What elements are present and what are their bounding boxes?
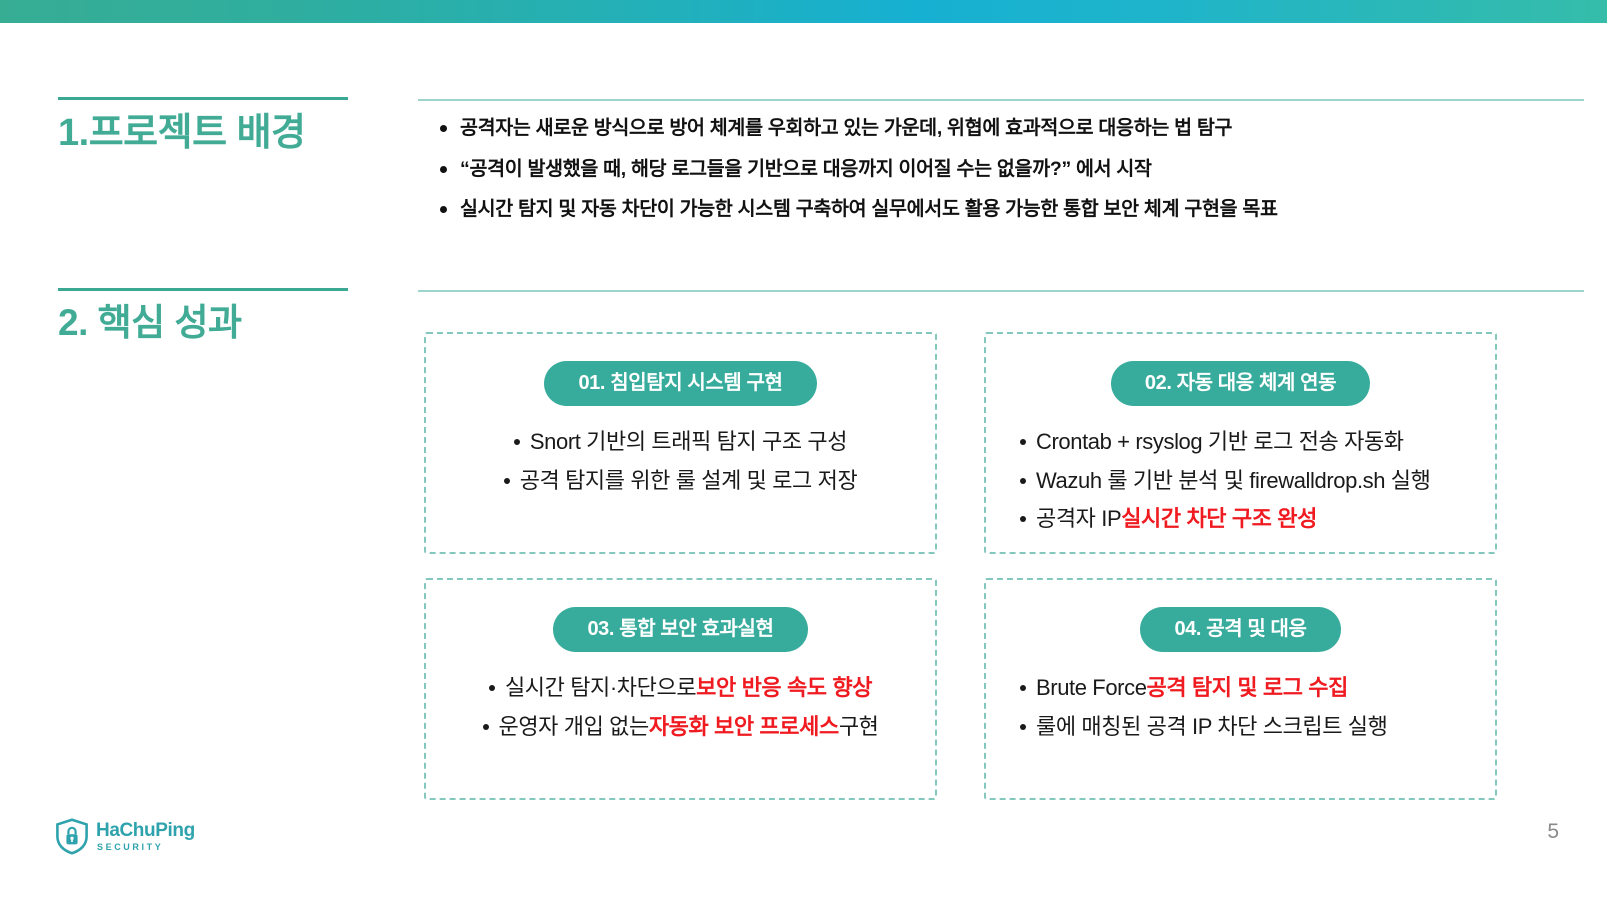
list-item: 실시간 탐지 및 자동 차단이 가능한 시스템 구축하여 실무에서도 활용 가능… [440,197,1580,222]
bullet-dot-icon [1020,439,1026,445]
intro-bullet-list: 공격자는 새로운 방식으로 방어 체계를 우회하고 있는 가운데, 위협에 효과… [440,116,1580,238]
card-bullet-text: 실시간 탐지·차단으로 [504,675,697,700]
bullet-dot-icon [440,165,447,173]
logo-wordmark: HaChuPing SECURITY [96,821,195,852]
card-bullet-suffix: 구현 [838,713,879,739]
card-bullet-highlight: 보안 반응 속도 향상 [696,675,873,700]
card-02-pill-label: 02. 자동 대응 체계 연동 [1110,361,1371,406]
bullet-dot-icon [1020,477,1026,484]
card-bullet-text: 공격 탐지를 위한 룰 설계 및 로그 저장 [519,467,858,493]
achievement-card-03[interactable]: 03. 통합 보안 효과실현 실시간 탐지·차단으로 보안 반응 속도 향상 운… [424,578,937,800]
section-2-heading-rule [58,288,348,291]
card-bullet-highlight: 공격 탐지 및 로그 수집 [1146,675,1349,700]
card-bullet-text: Snort 기반의 트래픽 탐지 구조 구성 [529,429,848,454]
card-bullet-highlight: 실시간 차단 구조 완성 [1121,506,1317,532]
bullet-dot-icon [503,477,510,484]
bullet-dot-icon [1020,516,1026,523]
list-item: Crontab + rsyslog 기반 로그 전송 자동화 [1020,428,1404,457]
achievement-card-grid: 01. 침입탐지 시스템 구현 Snort 기반의 트래픽 탐지 구조 구성 공… [424,332,1497,800]
section-1-title: 1.프로젝트 배경 [58,112,306,154]
page-number: 5 [1547,820,1559,843]
card-04-bullet-list: Brute Force 공격 탐지 및 로그 수집 룰에 매칭된 공격 IP 차… [986,674,1495,751]
list-item: Wazuh 룰 기반 분석 및 firewalldrop.sh 실행 [1020,467,1431,496]
footer-logo: HaChuPing SECURITY [55,818,195,855]
bullet-dot-icon [1020,685,1026,691]
card-04-pill-label: 04. 공격 및 대응 [1140,607,1341,652]
intro-bullet-text: 실시간 탐지 및 자동 차단이 가능한 시스템 구축하여 실무에서도 활용 가능… [460,198,1278,221]
section-2-title: 2. 핵심 성과 [58,302,242,343]
list-item: 실시간 탐지·차단으로 보안 반응 속도 향상 [488,674,873,703]
logo-name: HaChuPing [96,820,195,841]
list-item: 공격자 IP 실시간 차단 구조 완성 [1020,505,1317,534]
section-1-content-rule [418,99,1584,101]
section-2-content-rule [418,290,1584,292]
bullet-dot-icon [1020,723,1026,730]
list-item: 룰에 매칭된 공격 IP 차단 스크립트 실행 [1020,713,1388,742]
card-bullet-text: 공격자 IP [1036,506,1122,532]
bullet-dot-icon [482,723,489,730]
list-item: 공격자는 새로운 방식으로 방어 체계를 우회하고 있는 가운데, 위협에 효과… [440,116,1580,141]
section-1-heading-rule [58,97,348,100]
achievement-card-02[interactable]: 02. 자동 대응 체계 연동 Crontab + rsyslog 기반 로그 … [984,332,1497,554]
card-bullet-text: Crontab + rsyslog 기반 로그 전송 자동화 [1036,429,1404,454]
bullet-dot-icon [488,685,495,691]
achievement-card-01[interactable]: 01. 침입탐지 시스템 구현 Snort 기반의 트래픽 탐지 구조 구성 공… [424,332,937,554]
list-item: 공격 탐지를 위한 룰 설계 및 로그 저장 [503,467,858,496]
shield-lock-icon [56,818,88,855]
card-02-bullet-list: Crontab + rsyslog 기반 로그 전송 자동화 Wazuh 룰 기… [986,428,1495,544]
intro-bullet-text: “공격이 발생했을 때, 해당 로그들을 기반으로 대응까지 이어질 수는 없을… [460,157,1152,180]
card-01-pill-label: 01. 침입탐지 시스템 구현 [544,361,817,406]
card-03-pill-label: 03. 통합 보안 효과실현 [553,607,808,652]
card-01-bullet-list: Snort 기반의 트래픽 탐지 구조 구성 공격 탐지를 위한 룰 설계 및 … [426,428,935,505]
bullet-dot-icon [513,439,520,445]
card-bullet-highlight: 자동화 보안 프로세스 [648,713,839,739]
card-bullet-text: Wazuh 룰 기반 분석 및 firewalldrop.sh 실행 [1036,467,1431,493]
list-item: 운영자 개입 없는 자동화 보안 프로세스 구현 [482,713,879,742]
card-03-bullet-list: 실시간 탐지·차단으로 보안 반응 속도 향상 운영자 개입 없는 자동화 보안… [426,674,935,751]
top-gradient-bar [0,0,1607,23]
intro-bullet-text: 공격자는 새로운 방식으로 방어 체계를 우회하고 있는 가운데, 위협에 효과… [460,117,1233,139]
card-bullet-text: 운영자 개입 없는 [498,713,650,739]
list-item: Brute Force 공격 탐지 및 로그 수집 [1020,674,1348,703]
list-item: Snort 기반의 트래픽 탐지 구조 구성 [513,428,848,457]
achievement-card-04[interactable]: 04. 공격 및 대응 Brute Force 공격 탐지 및 로그 수집 룰에… [984,578,1497,800]
bullet-dot-icon [440,206,447,214]
card-bullet-text: 룰에 매칭된 공격 IP 차단 스크립트 실행 [1036,713,1388,739]
list-item: “공격이 발생했을 때, 해당 로그들을 기반으로 대응까지 이어질 수는 없을… [440,157,1580,182]
logo-subtitle: SECURITY [97,842,164,852]
bullet-dot-icon [440,125,447,132]
card-bullet-text: Brute Force [1036,675,1147,700]
